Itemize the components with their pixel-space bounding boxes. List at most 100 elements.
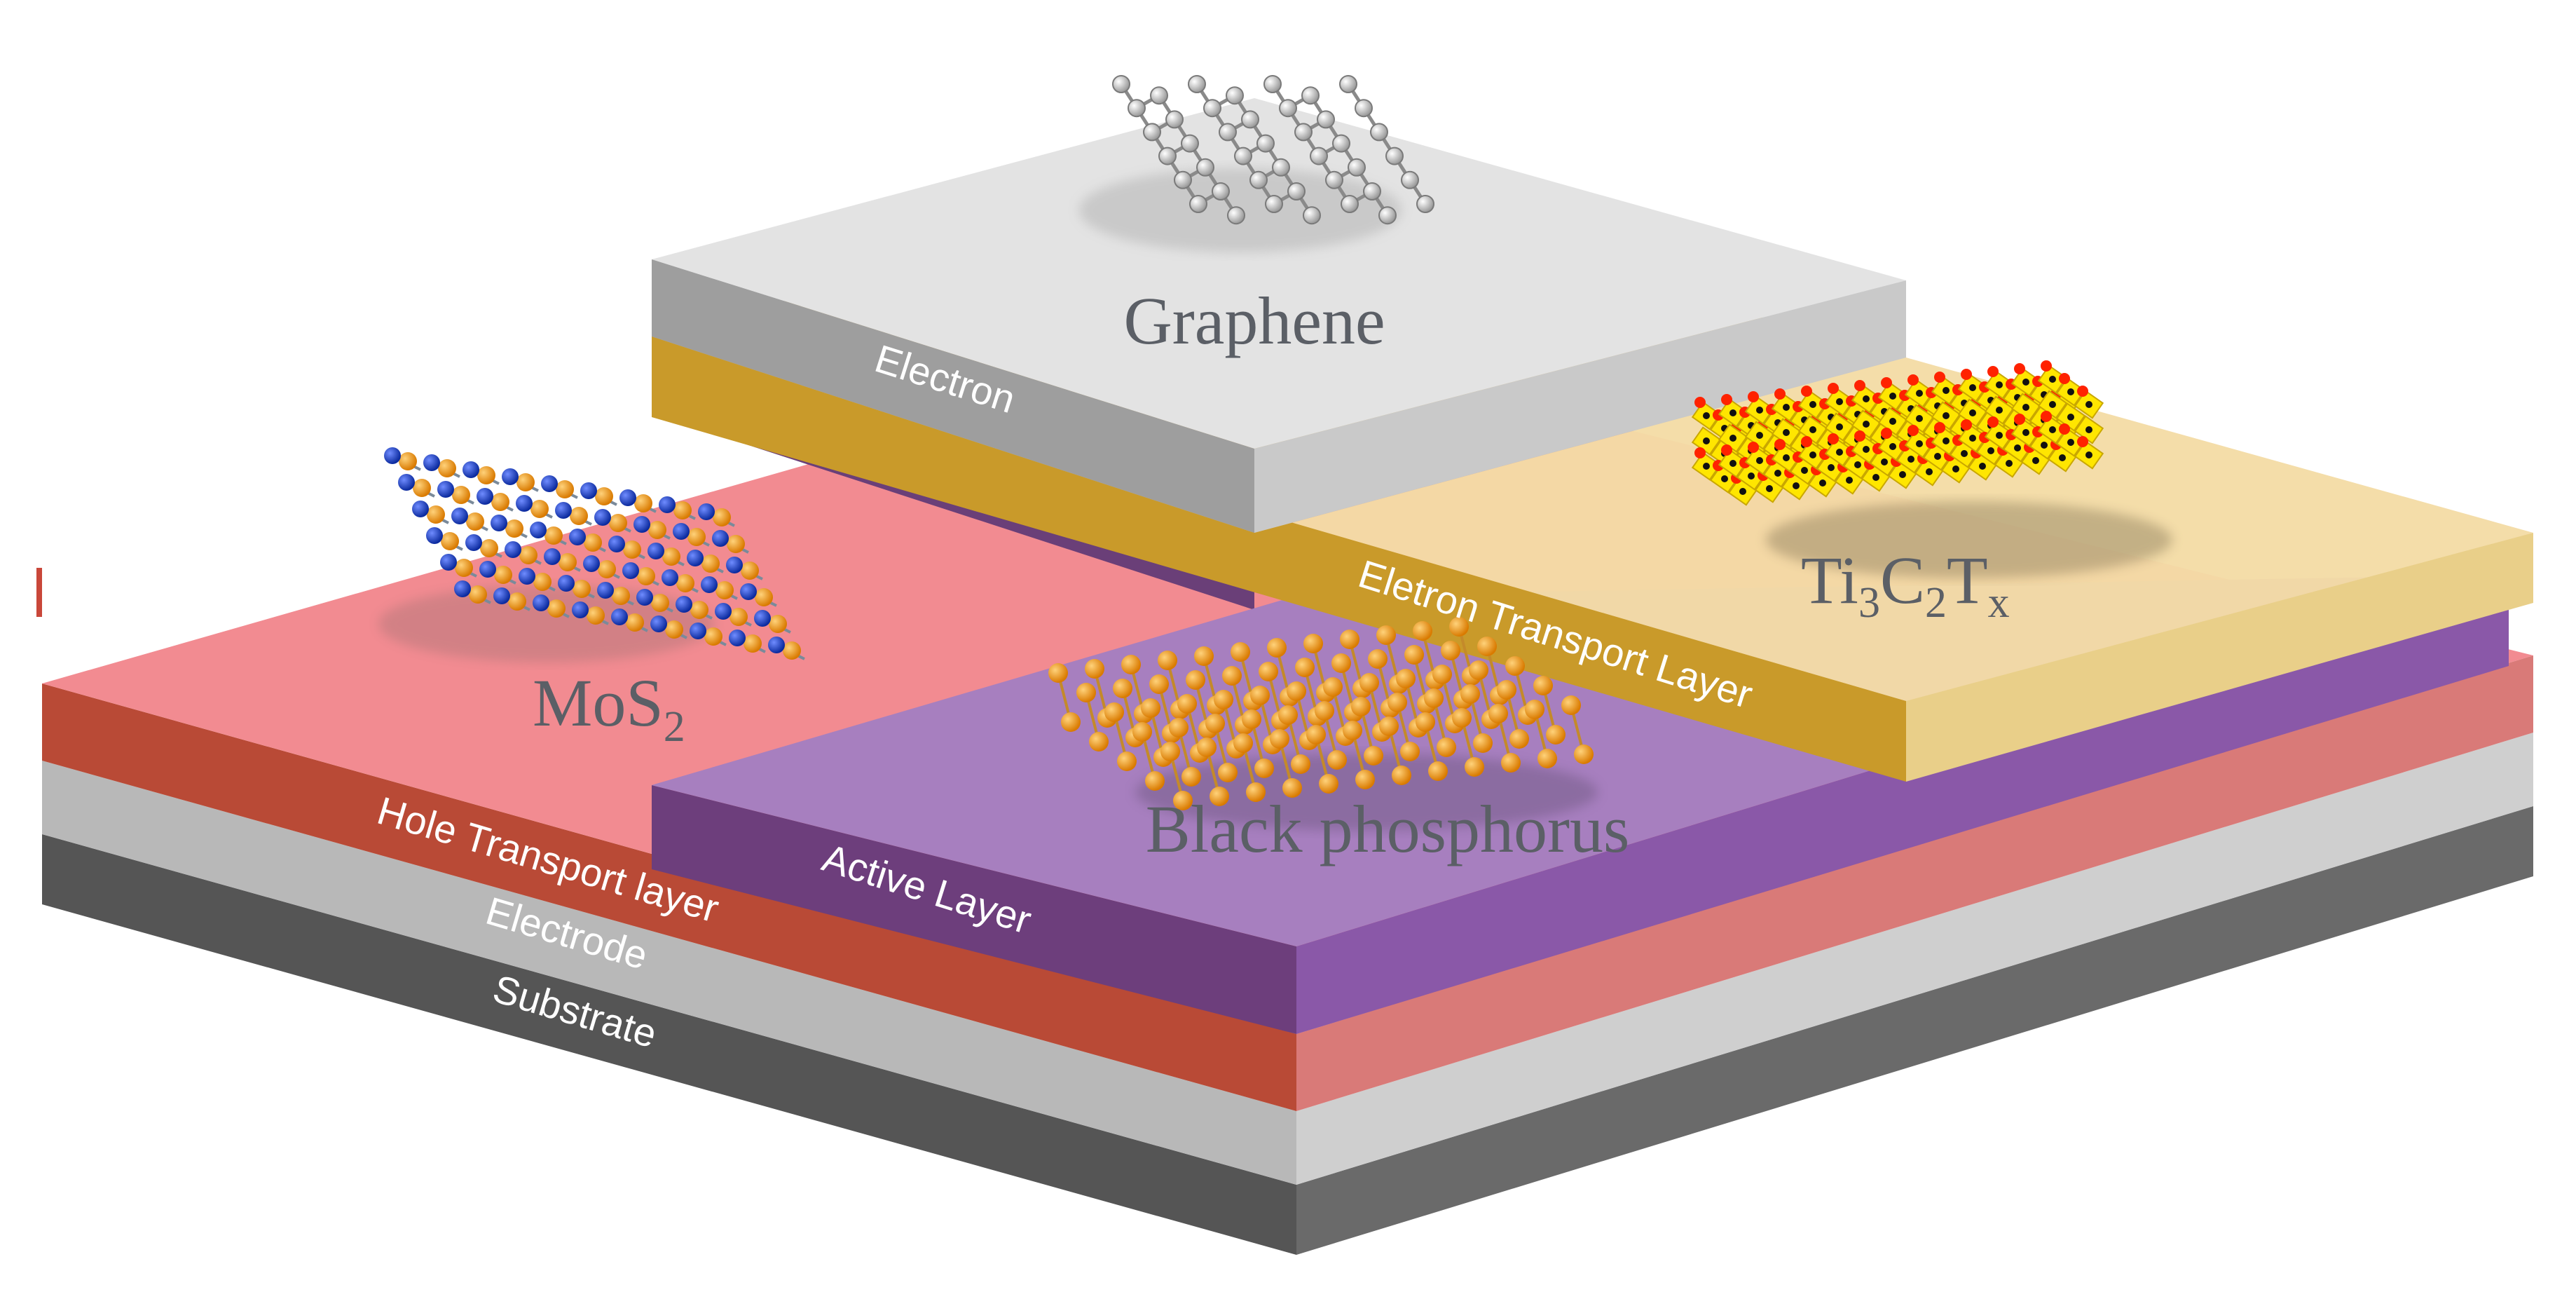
bp-atom bbox=[1488, 704, 1508, 723]
mxene-c-atom bbox=[1943, 437, 1950, 444]
graphene-atom bbox=[1174, 170, 1192, 189]
mxene-t-atom bbox=[1801, 436, 1812, 447]
mxene-c-atom bbox=[1739, 488, 1746, 495]
mxene-c-atom bbox=[2067, 414, 2074, 421]
mxene-c-atom bbox=[2085, 401, 2092, 408]
mxene-c-atom bbox=[1774, 470, 1781, 477]
substrate-right-face bbox=[1296, 806, 2533, 1255]
mxene-t-sub: x bbox=[1988, 579, 2010, 627]
mos2-s-atom bbox=[713, 508, 731, 526]
graphene-atom bbox=[1317, 110, 1335, 129]
mos2-mo-atom bbox=[541, 475, 558, 492]
mxene-c-atom bbox=[1863, 446, 1870, 453]
mos2-mo-atom bbox=[493, 587, 510, 604]
bp-atom bbox=[1400, 742, 1420, 761]
mxene-c-atom bbox=[1907, 456, 1914, 463]
mos2-mo-atom bbox=[423, 454, 440, 471]
mos2-s-atom bbox=[690, 601, 708, 619]
mos2-s-atom bbox=[637, 567, 655, 585]
electrode-layer bbox=[42, 733, 2533, 1185]
mxene-c-sub: 2 bbox=[1925, 579, 1947, 627]
mxene-c-atom bbox=[1863, 421, 1870, 428]
mos2-model bbox=[378, 447, 805, 662]
mos2-mo-atom bbox=[454, 580, 471, 597]
bp-atom bbox=[1210, 787, 1229, 806]
mos2-s-atom bbox=[427, 505, 445, 524]
mos2-s-atom bbox=[727, 535, 745, 553]
graphene-atom bbox=[1234, 147, 1252, 165]
mos2-mo-atom bbox=[437, 481, 454, 498]
mos2-s-atom bbox=[491, 493, 509, 511]
mxene-c-atom bbox=[1783, 404, 1790, 411]
mxene-c-atom bbox=[1793, 482, 1800, 489]
mos2-s-atom bbox=[477, 466, 495, 484]
mos2-s-atom bbox=[452, 486, 470, 504]
graphene-atom bbox=[1339, 75, 1357, 93]
mos2-s-atom bbox=[662, 548, 680, 566]
mxene-c-atom bbox=[1756, 457, 1763, 464]
bp-atom bbox=[1186, 670, 1205, 690]
mos2-s-atom bbox=[505, 519, 523, 538]
mxene-c-atom bbox=[1969, 384, 1976, 391]
mxene-c-atom bbox=[2085, 426, 2092, 433]
mos2-s-atom bbox=[651, 594, 669, 612]
mxene-c-atom bbox=[2032, 457, 2039, 464]
bp-atom bbox=[1437, 737, 1456, 757]
graphene-atom bbox=[1128, 99, 1146, 118]
mxene-c-atom bbox=[1846, 477, 1853, 484]
mxene-t-atom bbox=[1987, 416, 1999, 428]
bp-atom bbox=[1574, 744, 1594, 764]
mos2-s-atom bbox=[508, 592, 526, 611]
mos2-s-atom bbox=[544, 526, 563, 545]
mxene-t-atom bbox=[1907, 425, 1919, 436]
graphene-atom bbox=[1249, 170, 1268, 189]
graphene-atom bbox=[1196, 158, 1214, 177]
bp-atom bbox=[1048, 663, 1068, 683]
mxene-t-atom bbox=[1721, 394, 1732, 405]
bp-atom bbox=[1340, 630, 1359, 649]
mxene-c-atom bbox=[2049, 376, 2056, 383]
bp-atom bbox=[1177, 694, 1197, 714]
mxene-t-atom bbox=[1934, 372, 1945, 383]
graphene-atom bbox=[1355, 99, 1373, 118]
mxene-c-atom bbox=[1721, 475, 1728, 482]
bp-atom bbox=[1061, 712, 1081, 732]
bp-atom bbox=[1396, 669, 1416, 688]
mos2-mo-atom bbox=[729, 630, 746, 646]
bp-atom bbox=[1505, 656, 1525, 676]
mos2-mo-atom bbox=[673, 523, 690, 540]
bp-atom bbox=[1501, 753, 1521, 773]
mos2-mo-atom bbox=[533, 594, 549, 611]
mos2-s-atom bbox=[595, 487, 613, 505]
bp-atom bbox=[1145, 771, 1165, 791]
graphene-atom bbox=[1219, 123, 1237, 142]
bp-atom bbox=[1117, 751, 1137, 771]
mxene-c-atom bbox=[1889, 418, 1896, 425]
mxene-c-atom bbox=[2049, 426, 2056, 433]
mos2-s-atom bbox=[623, 540, 641, 559]
bp-atom bbox=[1214, 690, 1233, 709]
graphene-model bbox=[1079, 75, 1434, 252]
mxene-model bbox=[1691, 360, 2172, 578]
mos2-mo-atom bbox=[463, 461, 479, 478]
bp-atom bbox=[1250, 686, 1270, 705]
graphene-atom bbox=[1189, 195, 1207, 213]
bp-atom bbox=[1460, 684, 1480, 704]
mos2-mo-atom bbox=[426, 527, 443, 544]
mxene-t-atom bbox=[1801, 386, 1812, 397]
bp-atom bbox=[1497, 680, 1516, 700]
mxene-c-atom bbox=[1729, 409, 1736, 416]
electron-right-face bbox=[1254, 280, 1906, 533]
bp-atom bbox=[1291, 754, 1310, 774]
mxene-t-atom bbox=[1881, 428, 1892, 439]
mos2-mo-atom bbox=[479, 561, 496, 578]
mxene-c-atom bbox=[1969, 409, 1976, 416]
mos2-s-atom bbox=[609, 514, 627, 532]
mos2-s-atom bbox=[570, 507, 588, 525]
etl-right-face bbox=[1906, 533, 2533, 782]
mos2-s-atom bbox=[516, 473, 535, 491]
mos2-mo-atom bbox=[633, 516, 650, 533]
mxene-t-atom bbox=[2014, 363, 2025, 374]
mxene-c-atom bbox=[1996, 407, 2003, 414]
mos2-s-atom bbox=[480, 539, 498, 557]
